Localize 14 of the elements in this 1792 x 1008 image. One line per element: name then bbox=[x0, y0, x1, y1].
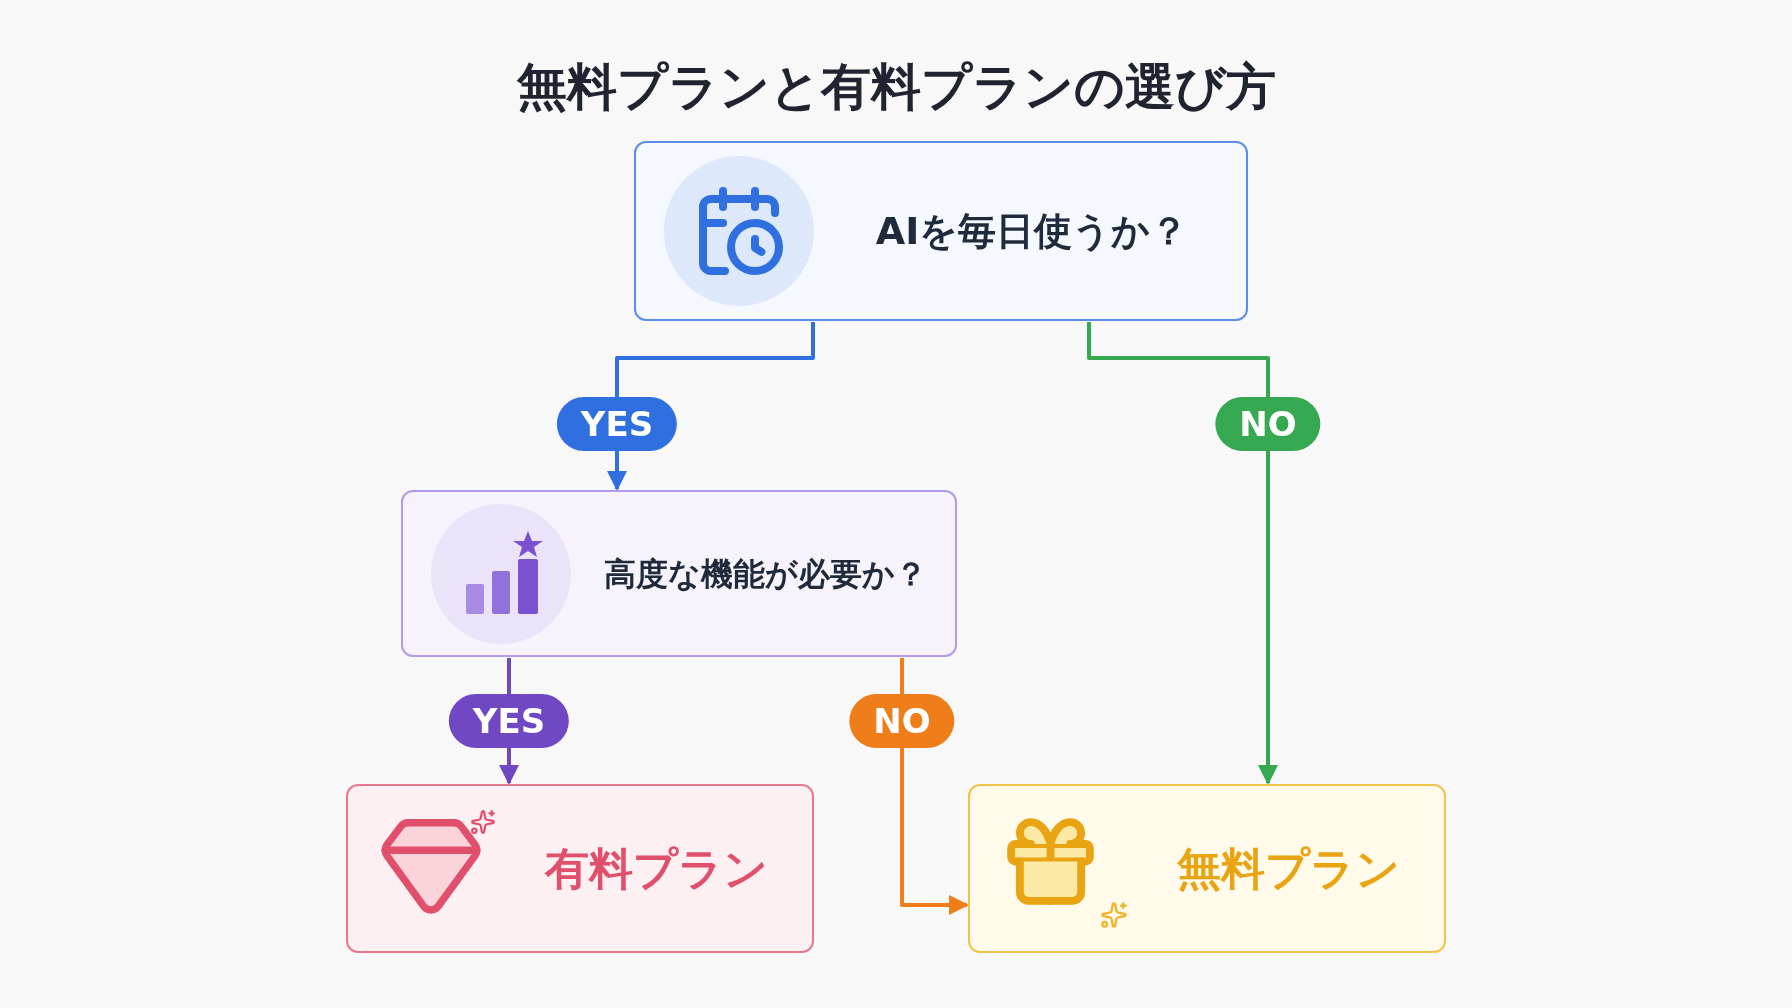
decision-box bbox=[346, 784, 814, 953]
decision-box bbox=[968, 784, 1446, 953]
edge-label: NO bbox=[1215, 397, 1321, 451]
title: 無料プランと有料プランの選び方 bbox=[515, 57, 1277, 118]
edge-label: YES bbox=[556, 397, 678, 451]
edge-label: NO bbox=[849, 694, 955, 748]
decision-box bbox=[401, 490, 957, 657]
arrow bbox=[1087, 322, 1278, 785]
node-text: 無料プラン bbox=[1176, 841, 1400, 896]
node-text: 高度な機能が必要か？ bbox=[603, 553, 927, 595]
node-text: 有料プラン bbox=[544, 841, 768, 896]
decision-box bbox=[634, 141, 1248, 321]
edge-label: YES bbox=[448, 694, 570, 748]
node-text: AIを毎日使うか？ bbox=[875, 207, 1189, 255]
